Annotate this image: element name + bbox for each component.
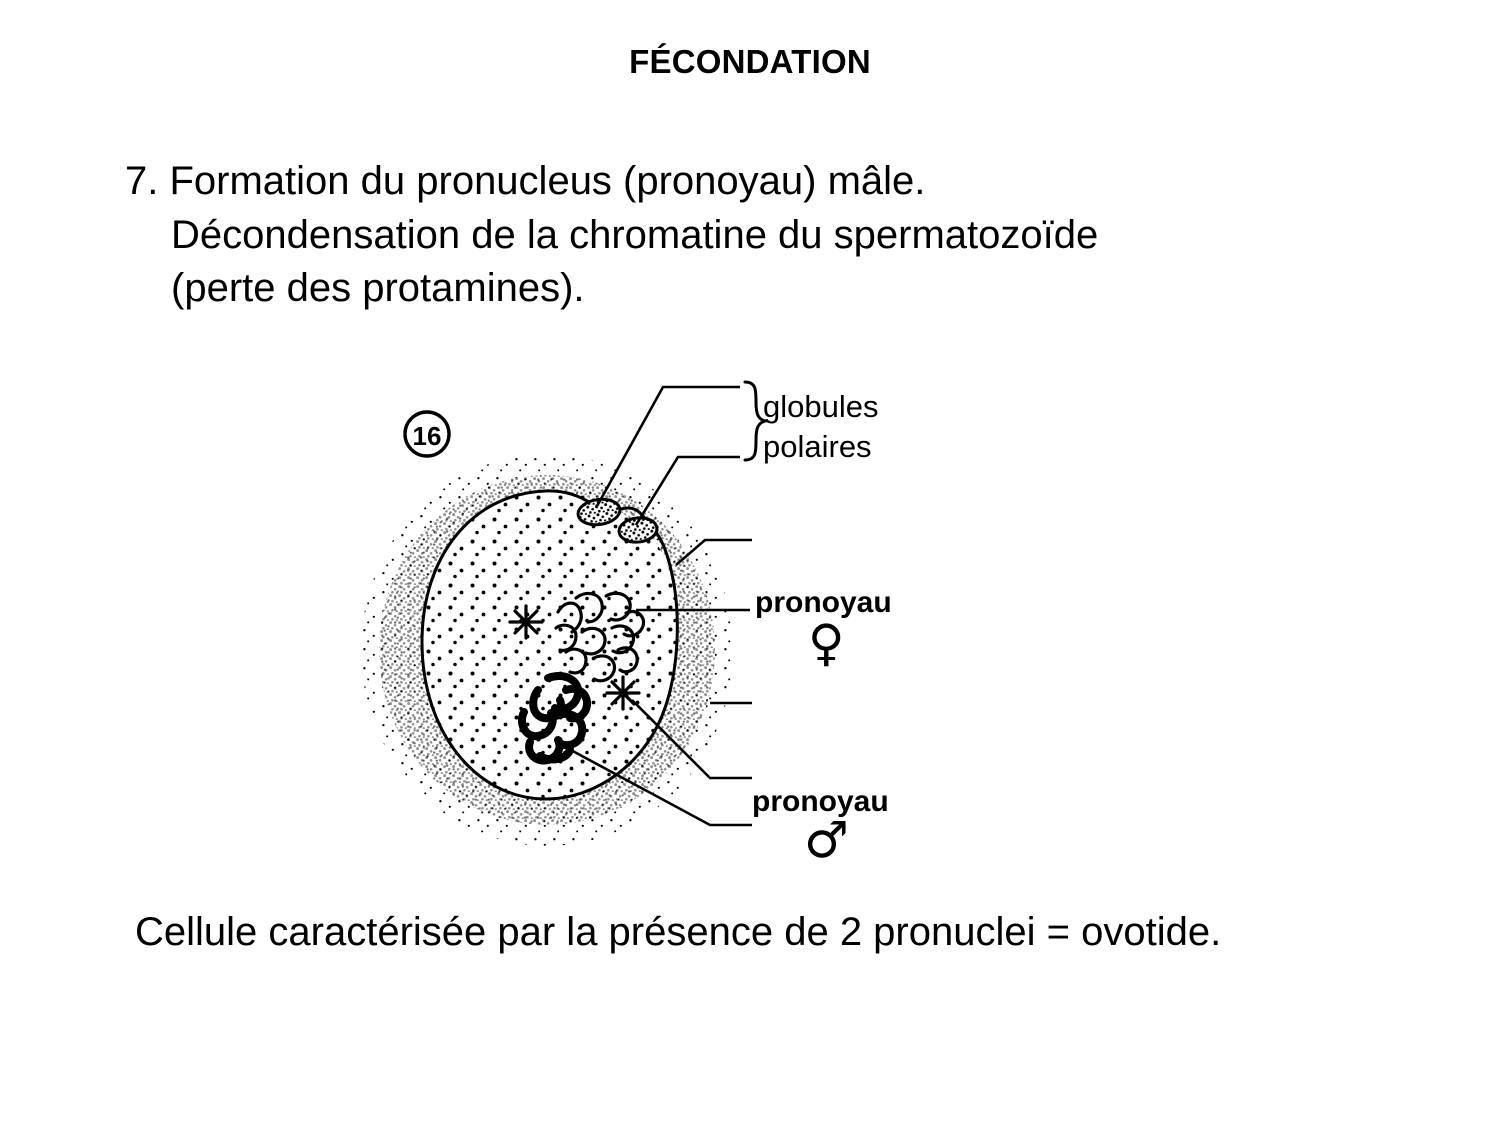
label-pronoyau-male: pronoyau xyxy=(752,785,889,818)
male-symbol-icon: ♂ xyxy=(804,811,849,869)
body-text-block: 7. Formation du pronucleus (pronoyau) mâ… xyxy=(125,155,1375,316)
male-pronucleus-chromatin xyxy=(517,672,592,765)
figure-number-badge: 16 xyxy=(403,410,451,458)
fertilization-diagram: 16 globules polaires pronoyau ♀ pronoyau… xyxy=(361,360,980,890)
body-line-2: Décondensation de la chromatine du sperm… xyxy=(171,212,1099,257)
page-title: FÉCONDATION xyxy=(629,43,871,80)
label-globules: globules xyxy=(763,389,879,424)
female-symbol-icon: ♀ xyxy=(808,614,845,672)
curly-brace xyxy=(743,380,771,462)
body-line-3: (perte des protamines). xyxy=(171,266,585,311)
figure-number-text: 16 xyxy=(413,421,442,451)
female-pronucleus-chromatin xyxy=(554,591,646,683)
polar-body-oval xyxy=(576,497,659,544)
summary-caption: Cellule caractérisée par la présence de … xyxy=(135,910,1222,954)
oocyte-svg: 16 xyxy=(361,380,771,846)
label-polaires: polaires xyxy=(763,429,872,464)
aster-star xyxy=(508,604,641,711)
leader-line xyxy=(555,385,752,827)
body-line-1: 7. Formation du pronucleus (pronoyau) mâ… xyxy=(125,159,926,203)
label-pronoyau-female: pronoyau xyxy=(755,586,892,619)
